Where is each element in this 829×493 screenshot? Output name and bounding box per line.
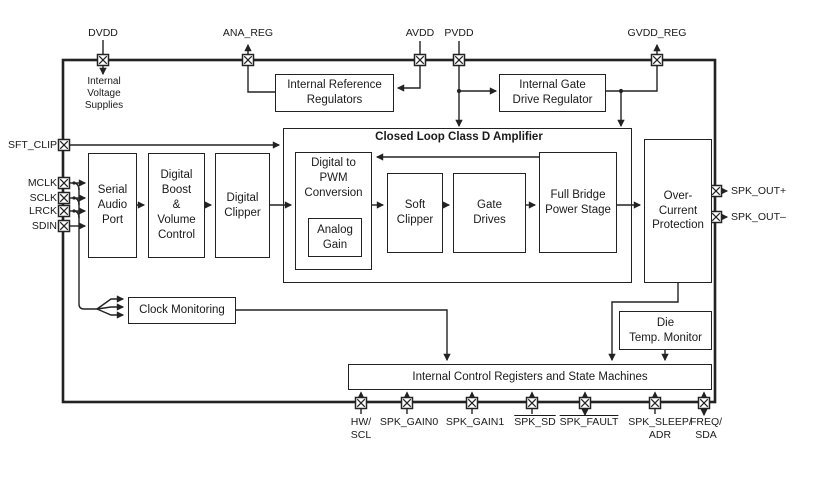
pin-label-avdd: AVDD [405, 27, 435, 39]
pin-sdin-symbol [57, 219, 71, 233]
pin-gvdd-reg-symbol [650, 53, 664, 67]
pin-spk-gain1-symbol [465, 396, 479, 410]
pin-label-sclk: SCLK [29, 192, 57, 204]
block-closed-loop-class-d-amplifier [283, 128, 632, 283]
pin-pvdd-symbol [452, 53, 466, 67]
pin-dvdd-symbol [96, 53, 110, 67]
internal-voltage-supplies-note: Internal Voltage Supplies [84, 76, 124, 111]
pin-mclk-symbol [57, 176, 71, 190]
pin-symbols [57, 53, 723, 410]
block-analog-gain: Analog Gain [308, 218, 362, 257]
block-soft-clipper: Soft Clipper [387, 173, 443, 253]
pin-label-gvdd-reg: GVDD_REG [627, 27, 687, 39]
pin-hw-scl-symbol [354, 396, 368, 410]
pin-freq-sda-symbol [697, 396, 711, 410]
pin-label-freq-sda: FREQ/ SDA [689, 416, 723, 441]
pin-label-mclk: MCLK [27, 177, 57, 189]
pin-label-spk-sd: SPK_SD [514, 416, 556, 428]
pin-sft-clip-symbol [57, 138, 71, 152]
pin-label-pvdd: PVDD [444, 27, 474, 39]
pin-spk-out-minus-symbol [709, 210, 723, 224]
pin-spk-fault-symbol [578, 396, 592, 410]
block-gate-drives: Gate Drives [453, 173, 526, 253]
block-internal-control-registers: Internal Control Registers and State Mac… [348, 364, 712, 390]
pin-spk-sd-symbol [525, 396, 539, 410]
pin-lrck-symbol [57, 204, 71, 218]
pin-label-spk-gain0: SPK_GAIN0 [379, 416, 439, 428]
block-serial-audio-port: Serial Audio Port [88, 153, 137, 258]
pin-label-ana-reg: ANA_REG [222, 27, 274, 39]
block-digital-clipper: Digital Clipper [215, 153, 270, 258]
block-internal-gate-drive-regulator: Internal Gate Drive Regulator [499, 74, 606, 112]
pin-label-spk-out-plus: SPK_OUT+ [731, 185, 787, 197]
pin-ana-reg-symbol [241, 53, 255, 67]
pin-avdd-symbol [413, 53, 427, 67]
block-over-current-protection: Over- Current Protection [644, 139, 712, 283]
pin-label-hw-scl: HW/ SCL [350, 416, 372, 441]
junction-dots [72, 88, 624, 213]
pin-label-spk-fault: SPK_FAULT [559, 416, 619, 428]
pin-label-spk-sleep-adr: SPK_SLEEP/ ADR [628, 416, 692, 441]
block-digital-boost-volume-control: Digital Boost & Volume Control [148, 153, 205, 258]
block-die-temp-monitor: Die Temp. Monitor [619, 311, 712, 350]
pin-label-sft-clip: SFT_CLIP [7, 139, 57, 151]
pin-label-lrck: LRCK [28, 205, 57, 217]
block-clock-monitoring: Clock Monitoring [128, 297, 236, 324]
pin-label-dvdd: DVDD [88, 27, 118, 39]
amplifier-title: Closed Loop Class D Amplifier [375, 131, 543, 143]
pin-label-spk-gain1: SPK_GAIN1 [445, 416, 505, 428]
pin-label-spk-out-minus: SPK_OUT– [731, 211, 786, 223]
pin-sclk-symbol [57, 191, 71, 205]
pin-label-sdin: SDIN [31, 220, 57, 232]
pin-spk-out-plus-symbol [709, 184, 723, 198]
block-full-bridge-power-stage: Full Bridge Power Stage [539, 152, 617, 253]
pin-spk-gain0-symbol [400, 396, 414, 410]
block-internal-reference-regulators: Internal Reference Regulators [275, 74, 394, 112]
pin-spk-sleep-adr-symbol [648, 396, 662, 410]
